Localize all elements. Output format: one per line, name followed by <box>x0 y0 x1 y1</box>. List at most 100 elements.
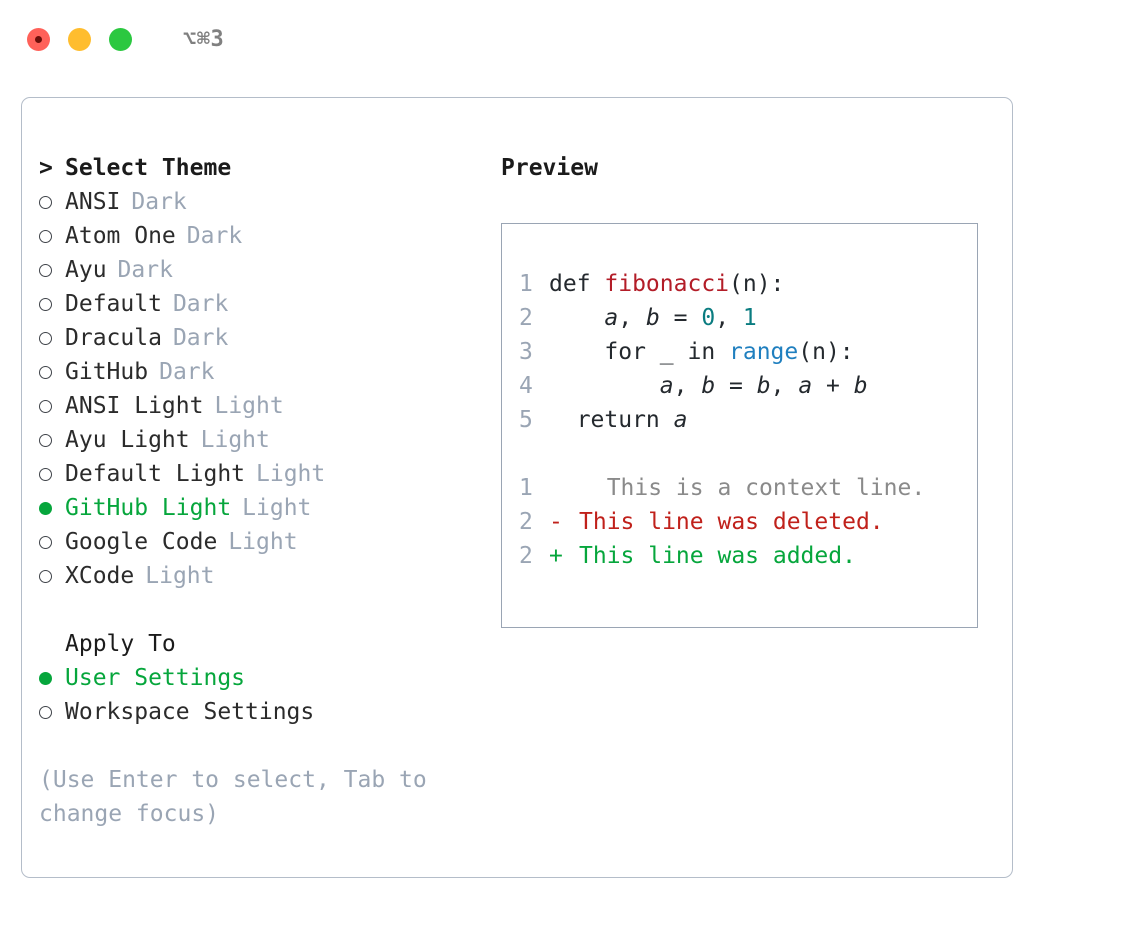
theme-option-variant: Light <box>145 563 215 589</box>
code-token: b <box>756 373 771 399</box>
theme-option-default[interactable]: Default Dark <box>39 287 479 321</box>
line-number: 2 <box>519 543 533 569</box>
diff-marker <box>549 471 579 505</box>
code-token: fibonacci <box>604 271 730 297</box>
theme-option-label: Atom One <box>65 223 176 249</box>
theme-option-variant: Light <box>214 393 284 419</box>
code-line-text: a, b = 0, 1 <box>549 301 757 335</box>
theme-option-variant: Light <box>242 495 312 521</box>
theme-option-github-light[interactable]: GitHub Light Light <box>39 491 479 525</box>
theme-option-label: Google Code <box>65 529 218 555</box>
code-token: def <box>549 271 605 297</box>
code-line: 5 return a <box>519 403 971 437</box>
radio-empty-icon <box>39 185 65 219</box>
diff-line-del: 2-This line was deleted. <box>519 505 971 539</box>
apply-to-title: Apply To <box>65 631 176 657</box>
radio-empty-icon <box>39 355 65 389</box>
theme-option-label: Ayu <box>65 257 107 283</box>
radio-empty-icon <box>39 389 65 423</box>
code-token: = <box>715 373 757 399</box>
theme-option-ayu[interactable]: Ayu Dark <box>39 253 479 287</box>
radio-empty-icon <box>39 423 65 457</box>
theme-option-variant: Dark <box>117 257 173 283</box>
code-line-text: for _ in range(n): <box>549 335 853 369</box>
diff-marker: + <box>549 543 563 569</box>
radio-empty-icon <box>39 219 65 253</box>
code-token: , <box>618 305 646 331</box>
line-number: 5 <box>519 407 533 433</box>
line-number: 4 <box>519 373 533 399</box>
theme-option-label: XCode <box>65 563 135 589</box>
caret-icon: > <box>39 155 53 181</box>
code-token: 1 <box>742 305 757 331</box>
theme-option-label: GitHub Light <box>65 495 232 521</box>
code-token: for _ in <box>549 339 730 365</box>
theme-option-atom-one[interactable]: Atom One Dark <box>39 219 479 253</box>
line-number: 3 <box>519 339 533 365</box>
code-token: a <box>798 373 813 399</box>
code-token: return <box>549 407 674 433</box>
code-token: , <box>715 305 743 331</box>
radio-empty-icon <box>39 321 65 355</box>
diff-line-text: This is a context line. <box>579 475 926 501</box>
code-token: b <box>853 373 868 399</box>
apply-to-header: Apply To <box>39 627 479 661</box>
diff-line-text: This line was added. <box>579 543 856 569</box>
radio-empty-icon <box>39 525 65 559</box>
theme-option-dracula[interactable]: Dracula Dark <box>39 321 479 355</box>
theme-option-variant: Dark <box>172 325 229 351</box>
code-line-text: return a <box>549 403 688 437</box>
diff-line-text: This line was deleted. <box>579 509 884 535</box>
theme-option-xcode[interactable]: XCode Light <box>39 559 479 593</box>
close-button[interactable] <box>27 27 50 51</box>
code-line-text: def fibonacci(n): <box>549 267 784 301</box>
apply-to-option-label: User Settings <box>65 665 246 691</box>
code-token <box>549 373 660 399</box>
apply-to-option-user-settings[interactable]: User Settings <box>39 661 479 695</box>
line-number: 2 <box>519 305 533 331</box>
diff-sample: 1 This is a context line.2-This line was… <box>519 471 971 573</box>
radio-selected-icon <box>39 661 65 695</box>
diff-line-ctx: 1 This is a context line. <box>519 471 971 505</box>
code-token: a <box>604 305 619 331</box>
radio-empty-icon <box>39 457 65 491</box>
theme-picker-header: > Select Theme <box>39 151 479 185</box>
apply-to-option-workspace-settings[interactable]: Workspace Settings <box>39 695 479 729</box>
theme-option-label: Default <box>65 291 162 317</box>
code-token: , <box>770 373 799 399</box>
code-line: 3 for _ in range(n): <box>519 335 971 369</box>
code-token: a <box>659 373 674 399</box>
theme-option-variant: Dark <box>186 223 243 249</box>
theme-option-variant: Light <box>200 427 270 453</box>
code-token: range <box>729 339 799 365</box>
apply-to-option-label: Workspace Settings <box>65 699 315 725</box>
theme-option-variant: Light <box>256 461 326 487</box>
theme-option-label: Default Light <box>65 461 246 487</box>
code-line: 2 a, b = 0, 1 <box>519 301 971 335</box>
theme-option-label: Dracula <box>65 325 162 351</box>
keyboard-hint: (Use Enter to select, Tab to change focu… <box>39 767 441 827</box>
code-token: b <box>701 373 716 399</box>
minimize-button[interactable] <box>68 27 91 51</box>
code-token: , <box>673 373 702 399</box>
code-token: = <box>659 305 702 331</box>
radio-empty-icon <box>39 695 65 729</box>
zoom-button[interactable] <box>109 27 132 51</box>
radio-empty-icon <box>39 287 65 321</box>
code-token <box>549 305 604 331</box>
theme-option-variant: Dark <box>172 291 229 317</box>
theme-option-default-light[interactable]: Default Light Light <box>39 457 479 491</box>
